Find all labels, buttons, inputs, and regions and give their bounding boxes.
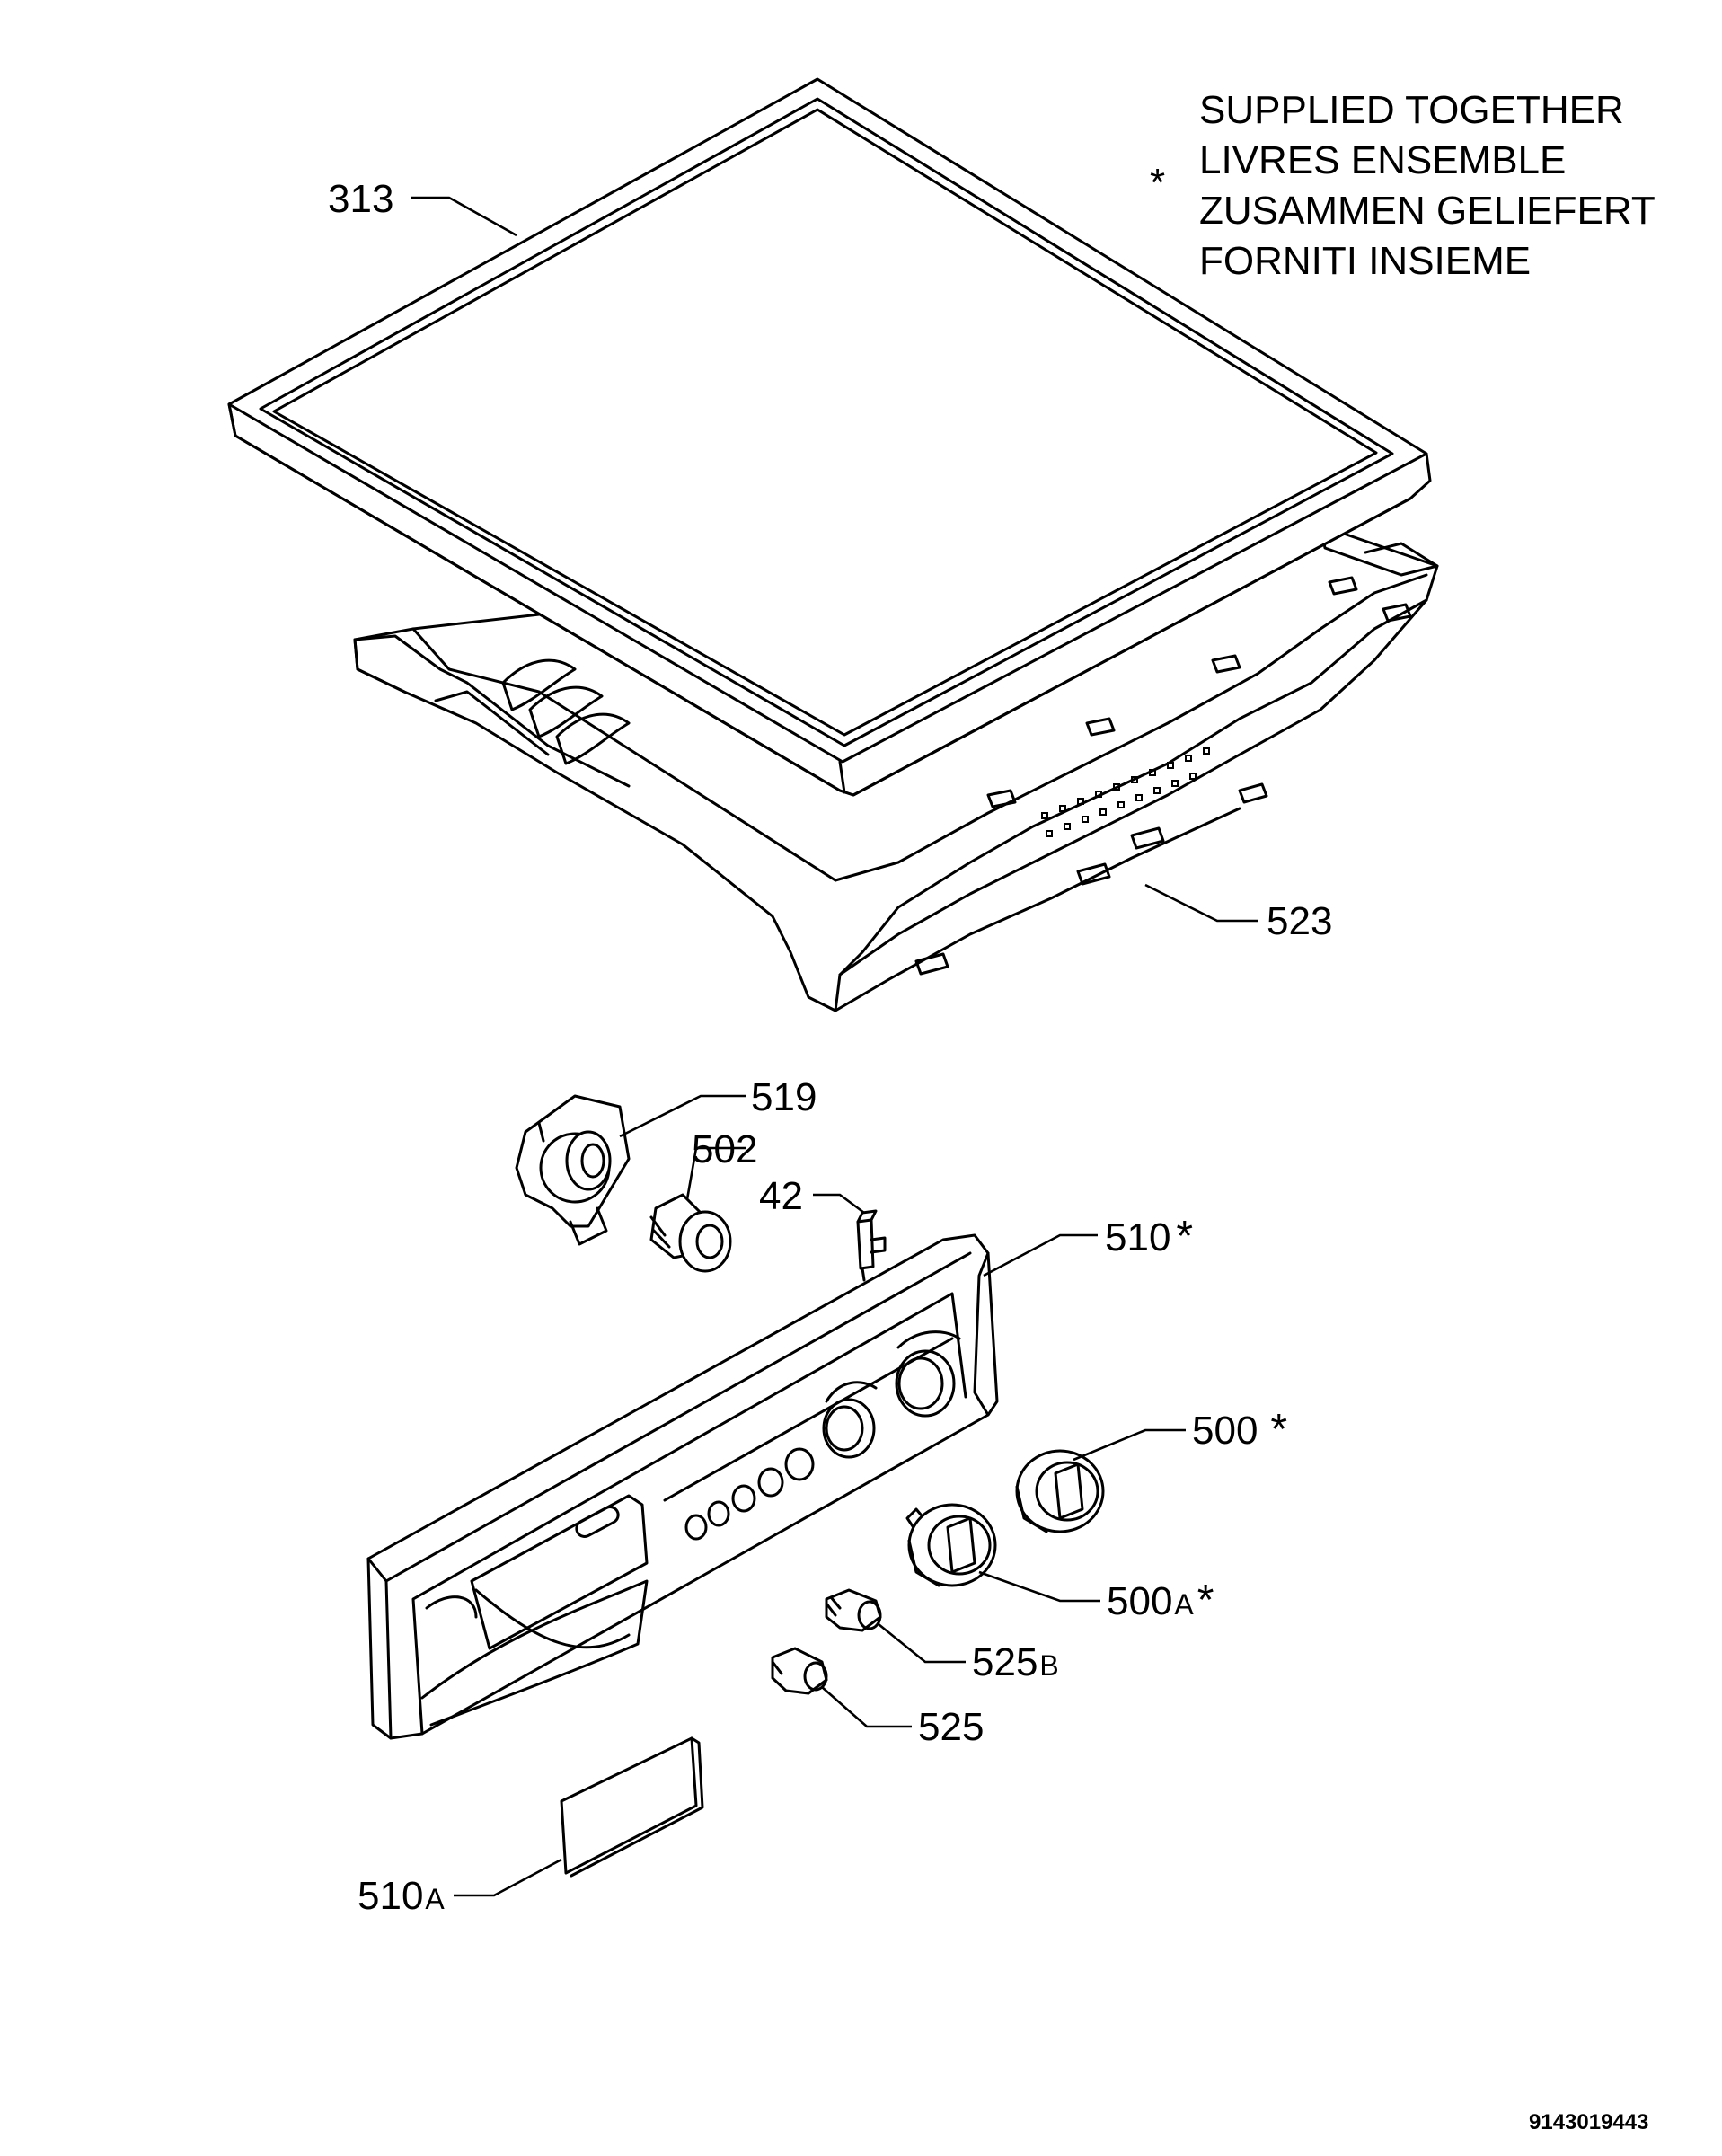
- legend-line-2: LIVRES ENSEMBLE: [1199, 138, 1566, 182]
- button-502-part: [649, 1193, 732, 1273]
- label-500a: 500A*: [1107, 1577, 1214, 1624]
- label-510a: 510A: [358, 1874, 445, 1918]
- part-labels: 313 523 519 502 42 510* 500* 500A* 525B …: [328, 177, 1332, 1918]
- legend-line-4: FORNITI INSIEME: [1199, 239, 1531, 283]
- label-plate-510a-part: [560, 1736, 704, 1878]
- switch-42-part: [856, 1209, 887, 1282]
- perforation-grid: [1041, 747, 1210, 837]
- label-500: 500*: [1192, 1406, 1287, 1454]
- label-42: 42: [759, 1174, 803, 1218]
- top-lid-part: [227, 77, 1432, 797]
- legend-line-3: ZUSAMMEN GELIEFERT: [1199, 189, 1656, 233]
- label-510: 510*: [1105, 1213, 1193, 1260]
- label-519: 519: [751, 1075, 817, 1119]
- legend: * SUPPLIED TOGETHER LIVRES ENSEMBLE ZUSA…: [1150, 88, 1656, 283]
- bracket-519-part: [515, 1094, 631, 1246]
- label-502: 502: [692, 1127, 757, 1171]
- label-313: 313: [328, 177, 393, 221]
- legend-line-1: SUPPLIED TOGETHER: [1199, 88, 1624, 132]
- label-525: 525: [918, 1705, 984, 1749]
- legend-symbol: *: [1150, 161, 1165, 205]
- control-panel-part: [366, 1233, 999, 1740]
- lamp-525b-part: [825, 1588, 882, 1632]
- label-525b: 525B: [972, 1640, 1059, 1684]
- lamp-525-part: [771, 1647, 828, 1695]
- knob-500a-part: [905, 1503, 997, 1587]
- knob-500-part: [1015, 1449, 1105, 1533]
- leader-lines: [411, 196, 1258, 1897]
- label-523: 523: [1267, 899, 1332, 943]
- document-number: 9143019443: [1529, 2110, 1648, 2134]
